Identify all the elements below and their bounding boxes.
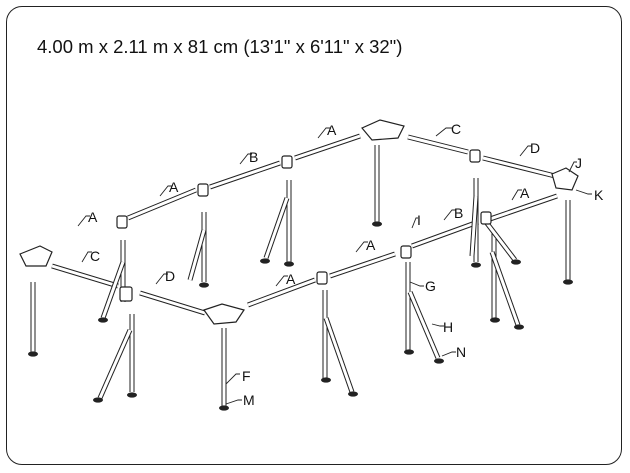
label-k: K bbox=[594, 187, 604, 203]
label-h: H bbox=[443, 319, 453, 335]
front-rails bbox=[51, 193, 558, 316]
support-struts bbox=[93, 195, 524, 403]
label-b-2: B bbox=[454, 205, 463, 221]
pool-dimensions-title: 4.00 m x 2.11 m x 81 cm (13'1" x 6'11" x… bbox=[37, 36, 403, 57]
label-m: M bbox=[243, 392, 255, 408]
label-c-2: C bbox=[90, 248, 100, 264]
diagram-frame bbox=[6, 6, 622, 465]
label-a-1: A bbox=[88, 209, 98, 225]
label-a-6: A bbox=[520, 185, 530, 201]
label-f: F bbox=[242, 368, 251, 384]
t-connectors bbox=[116, 149, 492, 302]
label-d-2: D bbox=[165, 268, 175, 284]
label-a-5: A bbox=[366, 237, 376, 253]
part-labels: A A B A C D J K C D A A I B A G H N F M bbox=[77, 121, 604, 408]
label-a-4: A bbox=[286, 271, 296, 287]
label-d-1: D bbox=[530, 140, 540, 156]
label-c-1: C bbox=[451, 121, 461, 137]
label-a-3: A bbox=[327, 122, 337, 138]
label-j: J bbox=[575, 155, 582, 171]
corner-connectors bbox=[19, 119, 579, 325]
label-a-2: A bbox=[169, 179, 179, 195]
label-i: I bbox=[417, 212, 421, 228]
label-g: G bbox=[425, 278, 436, 294]
label-n: N bbox=[456, 344, 466, 360]
label-b-1: B bbox=[249, 149, 258, 165]
back-rails bbox=[47, 133, 556, 254]
vertical-legs bbox=[28, 145, 573, 411]
